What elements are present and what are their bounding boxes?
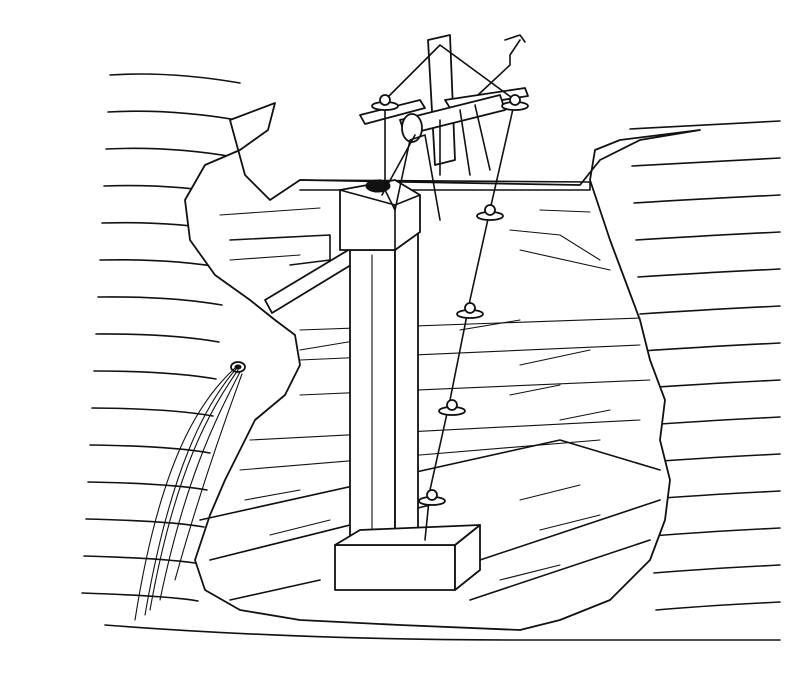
chain-knot: [379, 94, 391, 106]
hull-plank: [637, 268, 781, 278]
hull-plank: [83, 555, 202, 565]
chain-top: [384, 44, 516, 101]
hull-plank: [643, 379, 781, 389]
chain-knot: [484, 204, 496, 216]
hull-plank: [109, 73, 241, 84]
hull-plank: [107, 110, 238, 121]
hull-plank: [633, 194, 781, 204]
hull-planks-right: [104, 120, 781, 641]
cutaway-edge-left: [184, 102, 701, 631]
hull-plank: [95, 333, 220, 343]
hull-plank: [631, 157, 781, 167]
hull-plank: [645, 416, 781, 426]
chain-knot: [464, 302, 476, 314]
hull-plank: [97, 296, 223, 306]
hull-plank: [649, 490, 781, 500]
chain-knot: [509, 94, 521, 106]
chain-knot: [426, 489, 438, 501]
pump-head: [359, 34, 529, 221]
hull-plank: [655, 601, 781, 611]
hull-plank: [93, 370, 217, 380]
hull-plank: [85, 518, 205, 528]
hull-plank: [641, 342, 781, 352]
water-spout: [134, 367, 243, 621]
hull-plank: [89, 444, 211, 454]
hull-plank: [647, 453, 781, 463]
hull-plank: [653, 564, 781, 574]
pump-base: [334, 524, 481, 591]
hull-plank: [629, 120, 781, 130]
chain-knot: [446, 399, 458, 411]
hull-plank: [87, 481, 208, 491]
pump-chain: [371, 44, 529, 541]
hull-plank: [639, 305, 781, 315]
hull-plank: [635, 231, 781, 241]
hull-plank: [81, 592, 199, 602]
pump-post: [339, 179, 421, 546]
hull-plank: [105, 147, 235, 158]
hull-plank: [651, 527, 781, 537]
hull-plank: [91, 407, 214, 417]
